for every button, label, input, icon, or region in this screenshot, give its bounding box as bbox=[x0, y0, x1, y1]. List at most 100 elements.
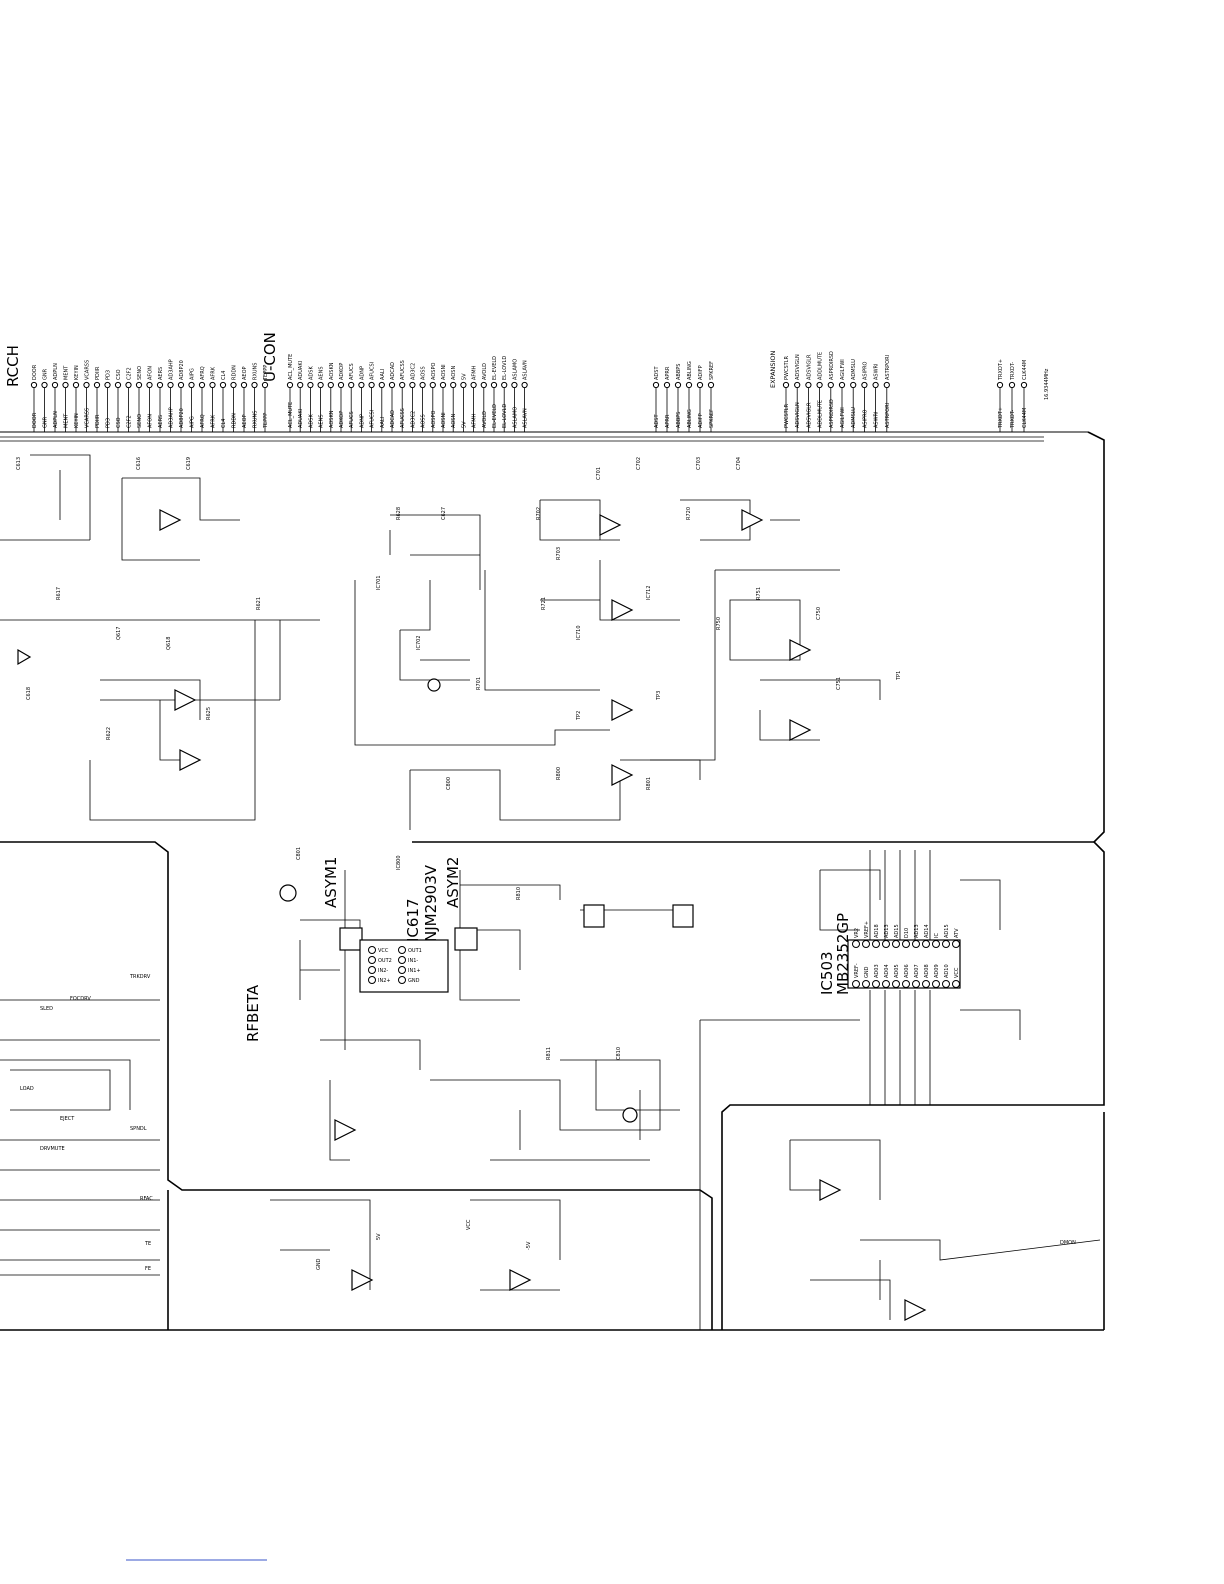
mid-pin-label: AOSS bbox=[421, 366, 427, 380]
component-label: R621 bbox=[256, 597, 262, 610]
far-pin-label: TRXDT+ bbox=[998, 359, 1004, 381]
left-pin-label: GNR bbox=[43, 368, 49, 380]
bottom-signal-label: TE bbox=[144, 1241, 151, 1247]
mid-pin-label-lower: AENS bbox=[319, 415, 325, 429]
expansion-pin-label-lower: ASWRI bbox=[874, 412, 880, 429]
component-label: IC712 bbox=[646, 585, 652, 600]
far-pin-label-lower: TRXDT+ bbox=[998, 407, 1004, 429]
opamp-8 bbox=[611, 764, 634, 786]
right-pin-label-lower: APRR bbox=[665, 414, 671, 428]
right-pin-label: ABLING bbox=[687, 361, 693, 380]
ic617-left-pin bbox=[368, 946, 376, 954]
mid-pin-label-lower: ASLAMO bbox=[512, 407, 518, 428]
transistor-5 bbox=[454, 927, 478, 951]
component-label: C751 bbox=[836, 677, 842, 690]
mid-pin-label: AALI bbox=[380, 369, 386, 380]
ic503-bottom-pin bbox=[952, 980, 960, 988]
component-label: TP1 bbox=[896, 671, 902, 681]
left-pin-marker bbox=[261, 381, 269, 389]
right-pin-label: ADIFP bbox=[698, 365, 704, 380]
bottom-signal-label: DRVMUTE bbox=[40, 1146, 65, 1152]
left-pin-label-lower: TEPPP bbox=[263, 413, 269, 429]
component-label: C704 bbox=[736, 457, 742, 470]
opamp-7 bbox=[611, 699, 634, 721]
expansion-pin-marker bbox=[850, 381, 857, 389]
expansion-pin-label-lower: ASPRDIRSD bbox=[829, 399, 835, 428]
left-pin-label-lower: C2F2 bbox=[127, 415, 133, 428]
left-pin-marker bbox=[209, 381, 216, 389]
mid-pin-marker bbox=[317, 381, 324, 389]
component-label: VCC bbox=[466, 1219, 472, 1230]
ic503-bottom-pin-label: VCC bbox=[954, 967, 960, 978]
ic617-right-pin bbox=[398, 966, 406, 974]
mid-pin-label-lower: AOSNI bbox=[441, 412, 447, 428]
left-pin-label-lower: AD8P20 bbox=[179, 408, 185, 428]
left-pin-label-lower: ADPLN bbox=[53, 411, 59, 428]
ic503-bottom-pin-label: AD03 bbox=[874, 964, 880, 978]
component-label: R617 bbox=[56, 587, 62, 600]
expansion-pin-label: ADSVIGLR bbox=[806, 354, 812, 380]
mid-pin-label-lower: AVOLD bbox=[482, 411, 488, 428]
expansion-pin-label-lower: ADMSLU bbox=[851, 407, 857, 428]
transistor-7 bbox=[427, 678, 441, 692]
component-label: R751 bbox=[756, 587, 762, 600]
bottom-signal-label: SPNDL bbox=[130, 1126, 147, 1132]
mid-pin-marker bbox=[460, 381, 467, 389]
component-label: C619 bbox=[186, 457, 192, 470]
right-pin-label: SPKREF bbox=[709, 361, 715, 380]
expansion-pin-label-lower: ADSVIGLN bbox=[795, 402, 801, 428]
mid-pin-label-lower: ADSK bbox=[308, 414, 314, 428]
ic617-right-pin-label: GND bbox=[408, 978, 420, 984]
right-pin-label-lower: ABBPS bbox=[676, 412, 682, 428]
left-pin-marker bbox=[177, 381, 185, 389]
left-pin-marker bbox=[198, 381, 206, 389]
transistor-1 bbox=[279, 884, 297, 902]
component-label: R622 bbox=[106, 727, 112, 740]
bottom-signal-label: FOCDRV bbox=[70, 996, 91, 1002]
transistor-3 bbox=[672, 904, 694, 928]
mid-pin-label-lower: 5V bbox=[461, 421, 467, 428]
left-pin-marker bbox=[188, 381, 195, 389]
opamp-10 bbox=[789, 719, 812, 741]
expansion-pin-label: ADSVIGLN bbox=[795, 354, 801, 380]
left-pin-label: KEYIN bbox=[74, 365, 80, 380]
mid-pin-label: ASLAMO bbox=[512, 359, 518, 380]
ic503-bottom-pin-label: GND bbox=[864, 966, 870, 978]
mid-pin-marker bbox=[521, 381, 528, 389]
ic617-part: NJM2903V bbox=[422, 864, 440, 942]
ic503-bottom-pin bbox=[912, 980, 920, 988]
left-pin-label: PD3 bbox=[106, 370, 112, 380]
ic503-top-pin bbox=[912, 940, 920, 948]
mid-pin-marker bbox=[337, 381, 345, 389]
left-pin-label: C2F2 bbox=[127, 367, 133, 380]
mid-pin-label-lower: AOSPO bbox=[431, 411, 437, 428]
expansion-pin-label-lower: AGILFWI bbox=[840, 407, 846, 428]
bottom-signal-label: LOAD bbox=[20, 1086, 34, 1092]
opamp-12 bbox=[351, 1269, 374, 1291]
ic503-top-pin-label: AD13 bbox=[914, 924, 920, 938]
mid-pin-marker bbox=[399, 381, 406, 389]
expansion-pin-marker bbox=[805, 381, 812, 389]
left-pin-marker bbox=[62, 381, 69, 389]
connector-pins-right: ADSTADSTAPRRAPRRABBPSABBPSABLINGABLINGAD… bbox=[652, 361, 715, 432]
mid-pin-marker bbox=[348, 381, 355, 389]
left-pin-label-lower: GNR bbox=[43, 416, 49, 428]
opamp-14 bbox=[819, 1179, 842, 1201]
mid-pin-marker bbox=[388, 381, 396, 389]
mid-pin-label-lower: EL-LOVLD bbox=[502, 404, 508, 428]
ic617-right-pin bbox=[398, 976, 406, 984]
expansion-pin-marker bbox=[794, 381, 801, 389]
left-pin-label: CL4 bbox=[221, 371, 227, 380]
left-pin-marker bbox=[156, 381, 164, 389]
transistor-4 bbox=[339, 927, 363, 951]
ic503-part: MB2352GP bbox=[834, 913, 852, 995]
opamp-6 bbox=[611, 599, 634, 621]
component-label: IC701 bbox=[376, 575, 382, 590]
ic503-bottom-pin bbox=[942, 980, 950, 988]
expansion-pin-marker bbox=[872, 381, 879, 389]
ic503-bottom-pin-label: AD07 bbox=[914, 964, 920, 978]
left-pin-label-lower: CL4 bbox=[221, 419, 227, 428]
left-pin-label: AFON bbox=[148, 366, 154, 380]
mid-pin-label: AFUCSI bbox=[370, 362, 376, 380]
